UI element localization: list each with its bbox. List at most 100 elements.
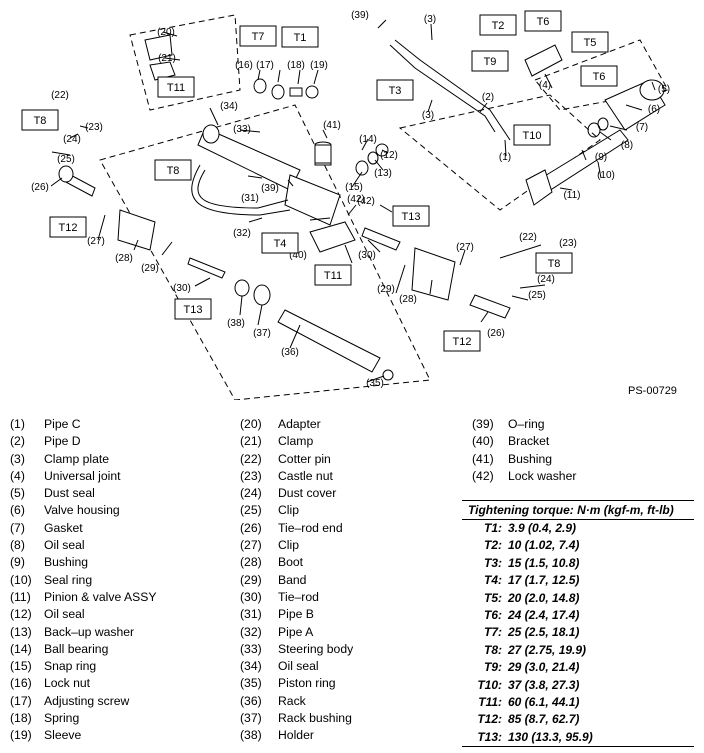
pipe-d-drawing	[389, 44, 496, 133]
ring-12-drawing	[375, 143, 389, 157]
dashed-outline-upper	[129, 14, 241, 111]
legend-name: Sleeve	[44, 728, 82, 743]
legend-number: (23)	[240, 468, 262, 483]
legend-item: (32)Pipe A	[232, 624, 353, 641]
exploded-view-diagram: (1)(2)(3)(3)(3)(4)(5)(6)(7)(8)(9)(10)(11…	[21, 10, 670, 400]
legend-number: (33)	[240, 641, 262, 656]
torque-box: T6	[524, 10, 562, 32]
legend-item: (14)Ball bearing	[0, 641, 156, 658]
callout-label: (23)	[85, 122, 103, 133]
torque-box-frame	[174, 298, 212, 320]
legend-name: Snap ring	[44, 659, 97, 674]
legend-number: (36)	[240, 693, 262, 708]
callout-label: (18)	[287, 60, 305, 71]
legend-number: (9)	[10, 555, 25, 570]
torque-table: Tightening torque: N·m (kgf-m, ft-lb) T1…	[462, 500, 694, 748]
legend-item: (34) Oil seal	[232, 658, 353, 675]
legend-name: Pipe D	[44, 434, 81, 449]
torque-key: T4:	[484, 573, 502, 588]
legend-number: (21)	[240, 434, 262, 449]
callout-label: (5)	[658, 84, 670, 95]
legend-number: (12)	[10, 607, 32, 622]
legend-number: (34)	[240, 659, 262, 674]
legend-name: Boot	[278, 555, 304, 570]
adjuster-parts-drawing	[253, 78, 319, 100]
legend-name: Valve housing	[44, 503, 120, 518]
legend-number: (35)	[240, 676, 262, 691]
legend-item: (12) Oil seal	[0, 606, 156, 623]
torque-row: T1:3.9 (0.4, 2.9)	[462, 520, 694, 537]
legend-number: (28)	[240, 555, 262, 570]
legend-number: (27)	[240, 538, 262, 553]
torque-box-frame	[261, 232, 299, 254]
torque-row: T7:25 (2.5, 18.1)	[462, 624, 694, 641]
legend-item: (36)Rack	[232, 693, 353, 710]
legend-number: (13)	[10, 624, 32, 639]
callout-label: (2)	[482, 92, 494, 103]
torque-box: T2	[479, 14, 517, 36]
callout-label: (9)	[595, 152, 607, 163]
callout-label: (22)	[519, 232, 537, 243]
callout-label: (40)	[289, 250, 307, 261]
legend-number: (22)	[240, 451, 262, 466]
legend-name: Pinion & valve ASSY	[44, 589, 157, 604]
callout-label: (7)	[636, 122, 648, 133]
legend-number: (5)	[10, 486, 25, 501]
pinion-drawing	[525, 129, 629, 206]
legend-name: Castle nut	[278, 468, 333, 483]
legend-number: (16)	[10, 676, 32, 691]
callout-label: (6)	[648, 104, 660, 115]
callout-label: (30)	[173, 283, 191, 294]
legend-name: Tie–rod	[278, 589, 319, 604]
callout-label: (10)	[597, 170, 615, 181]
torque-value: 17 (1.7, 12.5)	[508, 573, 580, 588]
torque-row: T3:15 (1.5, 10.8)	[462, 555, 694, 572]
torque-row: T4: 17 (1.7, 12.5)	[462, 572, 694, 589]
ring-13-drawing	[367, 151, 379, 165]
legend-number: (24)	[240, 486, 262, 501]
legend-number: (1)	[10, 417, 25, 431]
callout-label: (39)	[261, 183, 279, 194]
torque-box-label: T13	[402, 211, 421, 223]
callout-label: (41)	[323, 120, 341, 131]
torque-key: T3:	[484, 555, 502, 570]
callout-label: (42)	[357, 196, 375, 207]
torque-box-frame	[479, 14, 517, 36]
legend-name: Oil seal	[44, 607, 85, 622]
legend-name: Steering body	[278, 641, 354, 656]
callout-label: (28)	[399, 294, 417, 305]
legend-name: Clamp	[278, 434, 314, 449]
torque-value: 130 (13.3, 95.9)	[508, 729, 593, 744]
callout-label: (34)	[220, 101, 238, 112]
legend-name: Oil seal	[278, 659, 319, 674]
torque-box: T12	[443, 330, 481, 352]
legend-name: Clamp plate	[44, 451, 110, 466]
legend-name: Bushing	[44, 555, 89, 570]
legend-name: Universal joint	[44, 468, 121, 483]
torque-row: T9:29 (3.0, 21.4)	[462, 659, 694, 676]
torque-box-label: T9	[484, 56, 497, 68]
callout-label: (11)	[563, 190, 580, 201]
ring-7-drawing	[597, 117, 609, 131]
legend-name: Ball bearing	[44, 641, 109, 656]
torque-box-label: T4	[274, 238, 287, 250]
legend-name: Cotter pin	[278, 451, 331, 466]
legend-number: (19)	[10, 728, 32, 743]
callout-label: (33)	[233, 124, 251, 135]
callout-label: (24)	[537, 274, 555, 285]
left-tierod-drawing	[58, 165, 226, 279]
torque-row: T2:10 (1.02, 7.4)	[462, 537, 694, 554]
torque-box-frame	[21, 109, 59, 131]
legend-number: (4)	[10, 468, 25, 483]
torque-box-label: T6	[593, 71, 606, 83]
legend-item: (40)Bracket	[462, 433, 576, 450]
legend-number: (40)	[472, 434, 494, 449]
legend-name: Pipe B	[278, 607, 314, 622]
legend-item: (5)Dust seal	[0, 485, 156, 502]
legend-item: (10)Seal ring	[0, 572, 156, 589]
legend-item: (27)Clip	[232, 537, 353, 554]
legend-name: Piston ring	[278, 676, 336, 691]
torque-value: 25 (2.5, 18.1)	[508, 625, 580, 640]
torque-key: T6:	[484, 607, 502, 622]
legend-item: (41)Bushing	[462, 451, 576, 468]
